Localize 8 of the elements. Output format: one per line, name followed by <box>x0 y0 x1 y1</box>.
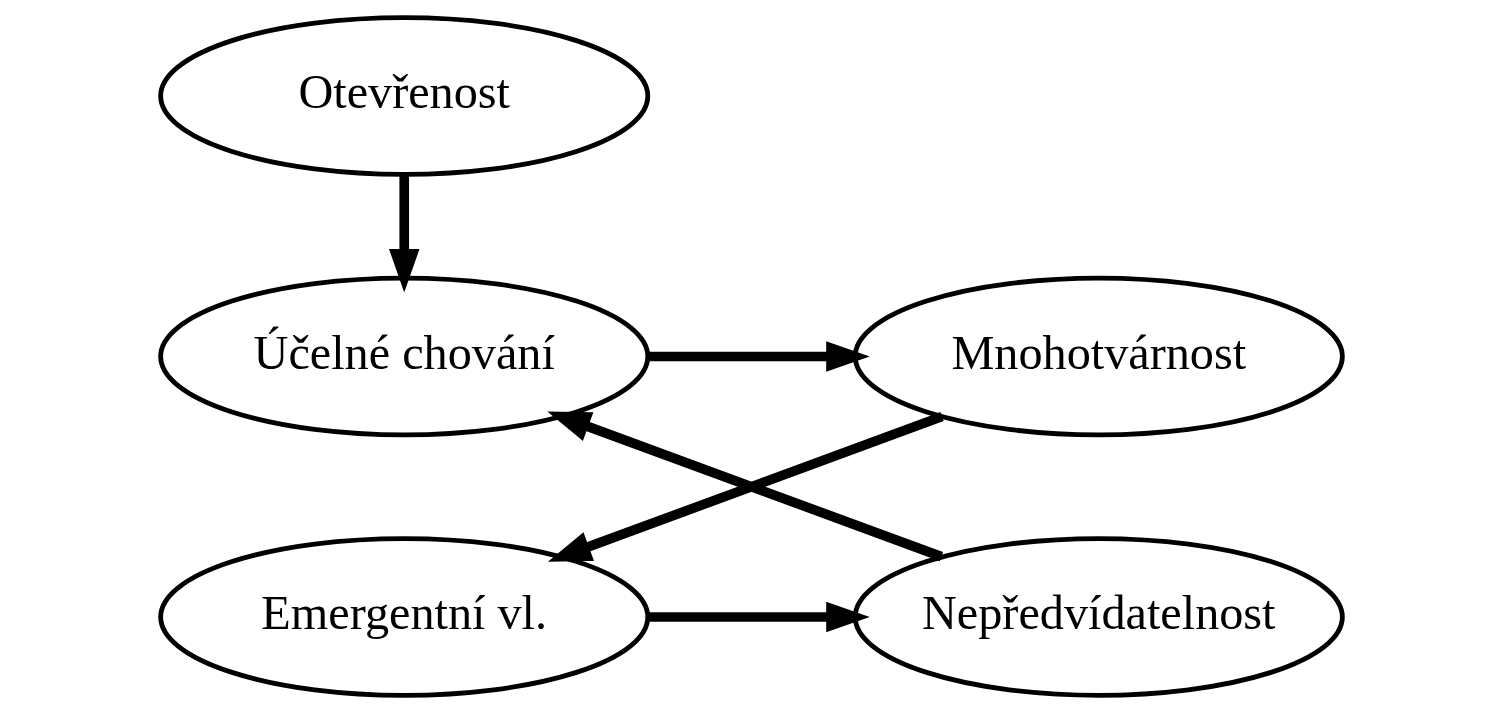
arrow <box>648 341 870 372</box>
arrow <box>648 601 870 633</box>
node-ellipse: Účelné chování <box>158 275 651 438</box>
node-ellipse: Otevřenost <box>158 15 651 177</box>
node-ellipse: Mnohotvárnost <box>852 275 1345 438</box>
arrow <box>388 174 420 293</box>
node-ellipse: Emergentní vl. <box>158 536 651 698</box>
node-ellipse: Nepředvídatelnost <box>852 536 1345 698</box>
